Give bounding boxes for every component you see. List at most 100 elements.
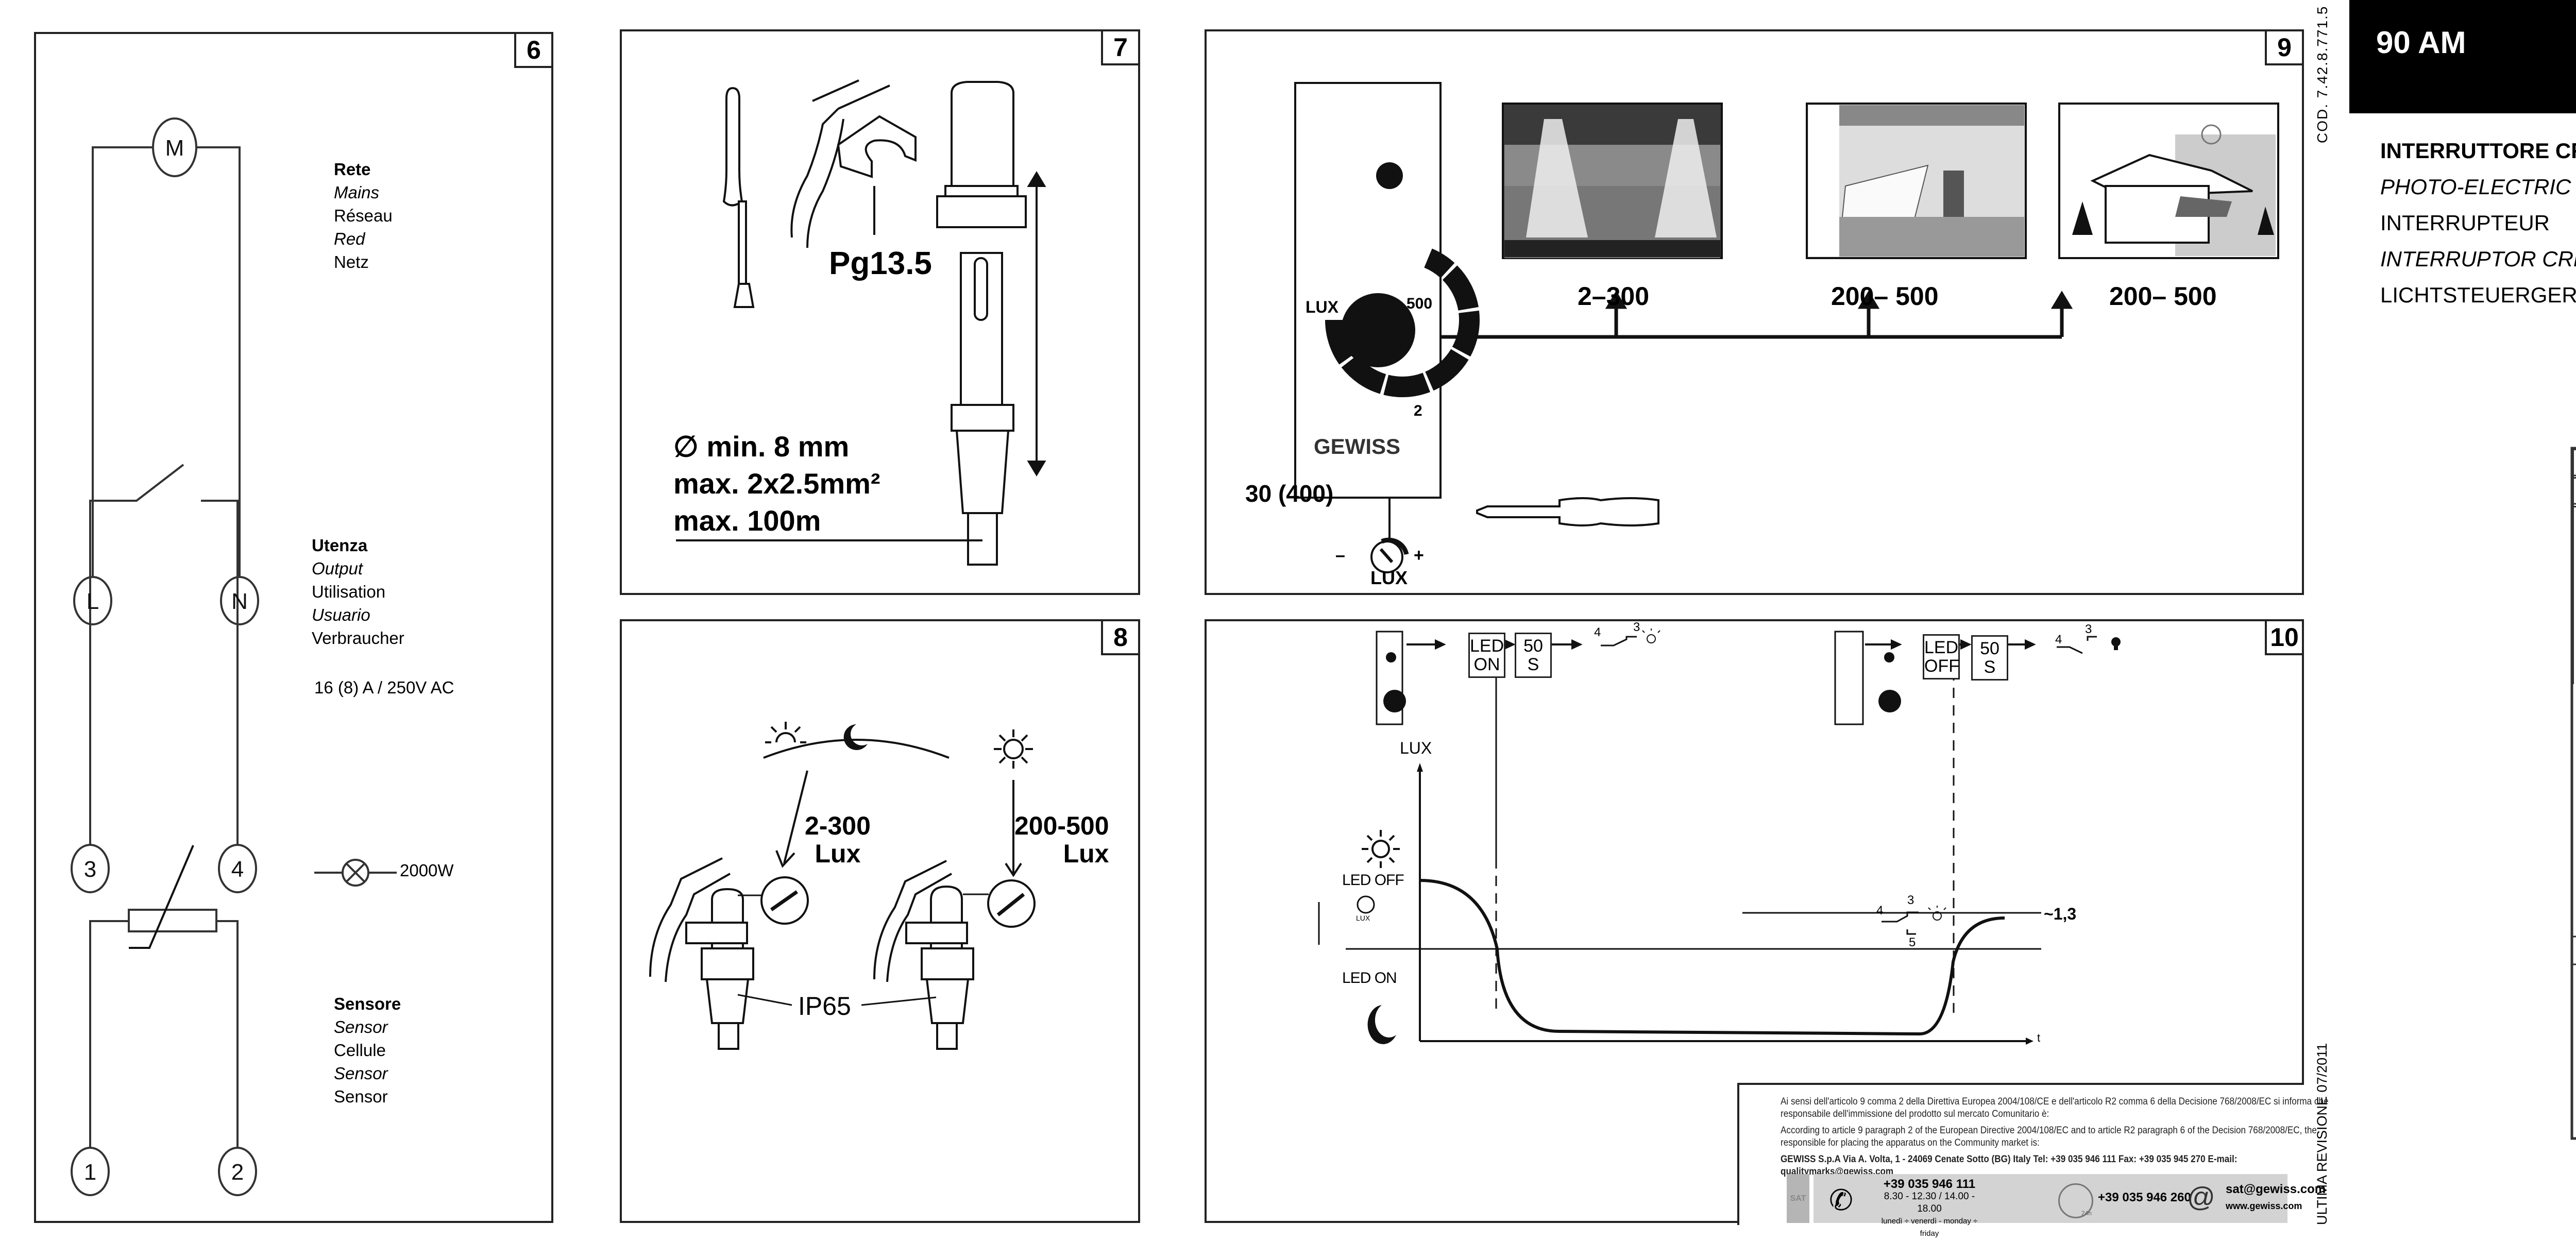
- lux-dial-scale: [1325, 248, 1480, 397]
- terminal-label: 3: [84, 857, 96, 882]
- title-it: INTERRUTTORE CREPUSCOLARE: [2380, 139, 2576, 163]
- box-line: S: [1984, 657, 1996, 677]
- lamp-on-icon: [1642, 628, 1660, 643]
- protection-rating: IP65: [798, 992, 851, 1021]
- document-code: COD. 7.42.8.771.5: [2314, 5, 2330, 143]
- panel-number: 9: [2265, 29, 2304, 65]
- mini-device-off: [1834, 631, 1864, 725]
- support-bar: ✆ +39 035 946 111 8.30 - 12.30 / 14.00 -…: [1814, 1174, 2326, 1238]
- x-axis-label: t: [2037, 1031, 2041, 1044]
- contact-label: 4: [1876, 904, 1884, 917]
- timing-diagram: [1318, 628, 2121, 1045]
- sat-logo: SAT: [1787, 1174, 1809, 1223]
- terminal-label: 1: [84, 1160, 96, 1185]
- range-value: 200-500: [1014, 811, 1109, 840]
- scene-office-image: [1806, 103, 2027, 259]
- lux-dial-knob: [1341, 293, 1415, 367]
- knob-icon: [1357, 895, 1375, 914]
- revision-date: ULTIMA REVISIONE 07/2011: [2314, 1043, 2330, 1225]
- scene-range: 2–300: [1578, 282, 1650, 311]
- motor-symbol: [152, 117, 197, 177]
- legend-es: Red: [334, 229, 365, 248]
- fax-badge: 24h: [2081, 1210, 2092, 1217]
- legend-en: Mains: [334, 183, 380, 202]
- contact-label: 3: [1907, 893, 1914, 907]
- contact-label: 5: [1909, 936, 1916, 949]
- dial-increase-icon: [987, 879, 1036, 928]
- support-email[interactable]: sat@gewiss.com: [2226, 1182, 2326, 1196]
- sensor-legend: Sensore Sensor Cellule Sensor Sensor: [334, 992, 401, 1108]
- device-front: [1294, 82, 1442, 499]
- sensor-left-icon: [685, 888, 754, 1050]
- legend-fr: Cellule: [334, 1041, 386, 1060]
- terminal-label: L: [87, 589, 99, 614]
- legal-en: According to article 9 paragraph 2 of th…: [1781, 1125, 2317, 1148]
- clip-icon: [837, 115, 917, 178]
- scene-street-image: [1502, 103, 1723, 259]
- title-es: INTERRUPTOR CREPUSCULAR: [2380, 247, 2576, 271]
- adjust-plus: +: [1414, 546, 1424, 565]
- knob-label: LUX: [1356, 914, 1370, 922]
- lamp-on-icon: [1928, 906, 1946, 921]
- mains-legend: Rete Mains Réseau Red Netz: [334, 158, 393, 274]
- screwdriver-icon: [1476, 497, 1659, 526]
- legal-text: Ai sensi dell'articolo 9 comma 2 della D…: [1781, 1096, 2337, 1178]
- panel-wiring-diagram: 6 M L: [34, 32, 553, 1223]
- adjust-label: LUX: [1370, 567, 1408, 588]
- legend-it: Rete: [334, 160, 371, 179]
- adjustment-drawing: [649, 722, 1036, 1050]
- legend-de: Verbraucher: [312, 628, 404, 648]
- adjust-minus: –: [1335, 546, 1345, 565]
- legend-de: Netz: [334, 252, 369, 271]
- title-fr: INTERRUPTEUR: [2380, 211, 2550, 235]
- legend-fr: Réseau: [334, 206, 393, 225]
- screwdriver-icon: [722, 87, 743, 207]
- legend-en: Output: [312, 559, 363, 578]
- legend-en: Sensor: [334, 1017, 388, 1036]
- device-brand: GEWISS: [1314, 434, 1401, 458]
- scene-range: 200– 500: [1831, 282, 1939, 311]
- sunset-icon: [765, 722, 806, 743]
- dial-max: 500: [1406, 295, 1433, 312]
- contact-label: 3: [1633, 620, 1640, 634]
- terminal-label: 4: [231, 857, 244, 882]
- sensor-cap-icon: [951, 81, 1014, 202]
- din-module: [2572, 448, 2576, 684]
- range-unit: Lux: [815, 839, 861, 868]
- panel-number: 8: [1101, 619, 1140, 655]
- range-value: 2-300: [805, 811, 871, 840]
- phone-icon: ✆: [1829, 1184, 1853, 1216]
- sun-icon: [994, 729, 1033, 769]
- terminal-label: 2: [231, 1160, 244, 1185]
- header-banner: 90 AM GEWISS: [2349, 0, 2576, 113]
- status-led: [1376, 162, 1403, 189]
- led-off-box: LED OFF: [1923, 634, 1960, 679]
- support-phone: +39 035 946 111: [1883, 1177, 1976, 1191]
- box-line: OFF: [1924, 656, 1959, 676]
- terminal-label: N: [231, 589, 248, 614]
- cable-diameter: ∅ min. 8 mm: [673, 430, 850, 463]
- dial-min: 2: [1414, 402, 1422, 419]
- sensor-right-icon: [905, 885, 974, 1050]
- panel-number: 6: [514, 32, 553, 68]
- motor-label: M: [165, 135, 184, 161]
- lamp-power: 2000W: [400, 861, 454, 880]
- gland-label: Pg13.5: [829, 246, 932, 281]
- phone-block: +39 035 946 111 8.30 - 12.30 / 14.00 - 1…: [1875, 1178, 1984, 1240]
- panel-number: 7: [1101, 29, 1140, 65]
- email-icon: @: [2187, 1182, 2215, 1213]
- legend-it: Sensore: [334, 994, 401, 1013]
- length-arrow: [1027, 171, 1046, 477]
- led-off-label: LED OFF: [1342, 872, 1404, 889]
- y-axis-label: LUX: [1400, 739, 1432, 757]
- legend-it: Utenza: [312, 536, 368, 555]
- cable-specs: ∅ min. 8 mm max. 2x2.5mm² max. 100m: [673, 428, 880, 539]
- box-line: LED: [1470, 636, 1504, 656]
- support-web[interactable]: www.gewiss.com: [2226, 1201, 2302, 1211]
- contact-closed-icon: [1601, 636, 1637, 647]
- moon-icon: [1367, 1005, 1396, 1044]
- scene-house-image: [2058, 103, 2279, 259]
- legend-de: Sensor: [334, 1087, 388, 1106]
- fax-icon: 24h: [2058, 1183, 2093, 1218]
- horizon-icon: [763, 739, 950, 759]
